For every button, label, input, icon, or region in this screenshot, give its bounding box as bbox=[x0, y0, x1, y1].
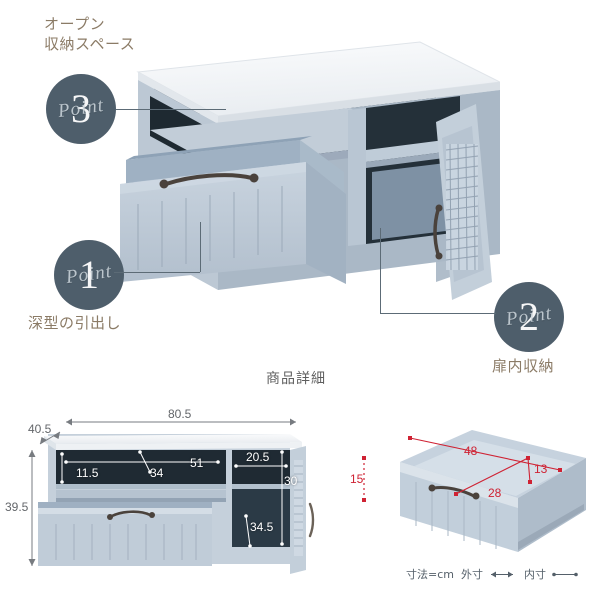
point-2-caption: 扉内収納 bbox=[492, 357, 555, 375]
dim-cabinet-width: 80.5 bbox=[168, 407, 192, 421]
point-1-word: Point bbox=[64, 260, 114, 289]
point-3-caption: オープン 収納スペース bbox=[44, 15, 136, 54]
dim-drawer-inner-height: 13 bbox=[534, 462, 548, 476]
point-2-number: 2 bbox=[519, 294, 539, 339]
cabinet-dimension-diagram: 80.5 40.5 39.5 11.5 34 51 20.5 30 34.5 bbox=[0, 404, 340, 594]
point-1-badge: 1 Point bbox=[54, 240, 124, 310]
point-2-leader-horizontal bbox=[380, 313, 496, 314]
point-1-caption: 深型の引出し bbox=[28, 314, 122, 332]
point-1-number: 1 bbox=[79, 252, 99, 297]
dim-cabinet-inner-height: 30 bbox=[284, 474, 298, 488]
drawer-dimension-diagram: 48 28 13 15 bbox=[348, 424, 600, 564]
dim-drawer-inner-depth: 28 bbox=[488, 486, 502, 500]
point-3-badge: 3 Point bbox=[46, 74, 116, 144]
legend-unit-label: 寸法=cm bbox=[406, 568, 454, 581]
point-3-leader-line bbox=[116, 109, 226, 110]
point-3-number: 3 bbox=[71, 86, 91, 131]
dim-drawer-inner-width: 48 bbox=[464, 444, 478, 458]
legend-outer: 外寸 bbox=[461, 566, 517, 582]
dim-cabinet-inner-depth: 34.5 bbox=[250, 520, 274, 534]
dimension-legend: 寸法=cm 外寸 内寸 bbox=[406, 566, 580, 582]
legend-outer-label: 外寸 bbox=[460, 568, 483, 581]
point-2-leader-vertical bbox=[380, 228, 381, 314]
dim-cabinet-depth: 40.5 bbox=[28, 422, 52, 436]
dim-cabinet-height: 39.5 bbox=[5, 500, 29, 514]
dim-open-shelf-width: 51 bbox=[190, 456, 204, 470]
dim-open-shelf-depth: 34 bbox=[150, 466, 164, 480]
furniture-hero-illustration bbox=[120, 32, 500, 317]
point-1-leader-horizontal bbox=[114, 272, 200, 273]
legend-inner-label: 内寸 bbox=[523, 568, 546, 581]
point-3-word: Point bbox=[56, 94, 106, 123]
point-1-leader-vertical bbox=[200, 222, 201, 272]
point-2-word: Point bbox=[504, 302, 554, 331]
dim-cabinet-inner-width: 20.5 bbox=[246, 450, 270, 464]
legend-inner: 内寸 bbox=[524, 566, 580, 582]
section-title-product-details: 商品詳細 bbox=[266, 371, 326, 387]
dim-drawer-outer-height: 15 bbox=[350, 472, 364, 486]
outer-arrow-icon bbox=[490, 571, 513, 577]
point-2-badge: 2 Point bbox=[494, 282, 564, 352]
inner-dotted-icon bbox=[552, 572, 578, 576]
dim-open-shelf-height: 11.5 bbox=[76, 466, 99, 480]
